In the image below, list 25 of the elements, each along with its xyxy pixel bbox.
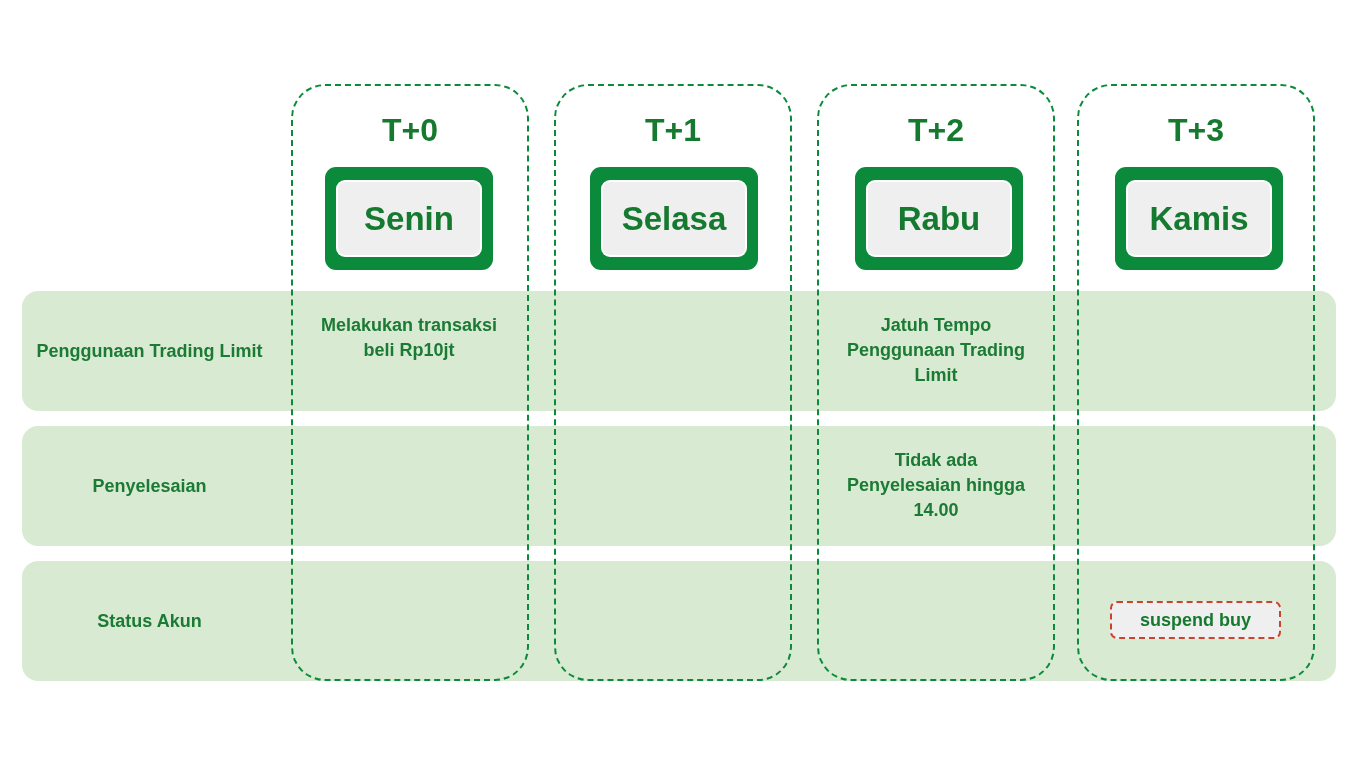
day-box <box>855 167 1023 270</box>
cell-text: Jatuh Tempo Penggunaan Trading Limit <box>846 314 1026 387</box>
day-label: Rabu <box>866 180 1012 257</box>
column-heading: T+1 <box>644 112 702 149</box>
row-label: Status Akun <box>96 609 203 633</box>
row-label: Penggunaan Trading Limit <box>35 339 264 363</box>
day-label: Kamis <box>1126 180 1272 257</box>
cell-text: Melakukan transaksi beli Rp10jt <box>319 314 499 362</box>
cell-text: Tidak ada Penyelesaian hingga 14.00 <box>846 449 1026 522</box>
column-heading: T+2 <box>907 112 965 149</box>
status-tag: suspend buy <box>1110 601 1281 639</box>
column-heading: T+0 <box>381 112 439 149</box>
column-outline <box>554 84 792 681</box>
column-heading: T+3 <box>1167 112 1225 149</box>
day-box <box>325 167 493 270</box>
day-box <box>1115 167 1283 270</box>
row-band <box>22 561 1336 681</box>
row-band <box>22 291 1336 411</box>
row-band <box>22 426 1336 546</box>
column-outline <box>817 84 1055 681</box>
row-label: Penyelesaian <box>91 474 208 498</box>
column-outline <box>291 84 529 681</box>
day-box <box>590 167 758 270</box>
day-label: Senin <box>336 180 482 257</box>
day-label: Selasa <box>601 180 747 257</box>
